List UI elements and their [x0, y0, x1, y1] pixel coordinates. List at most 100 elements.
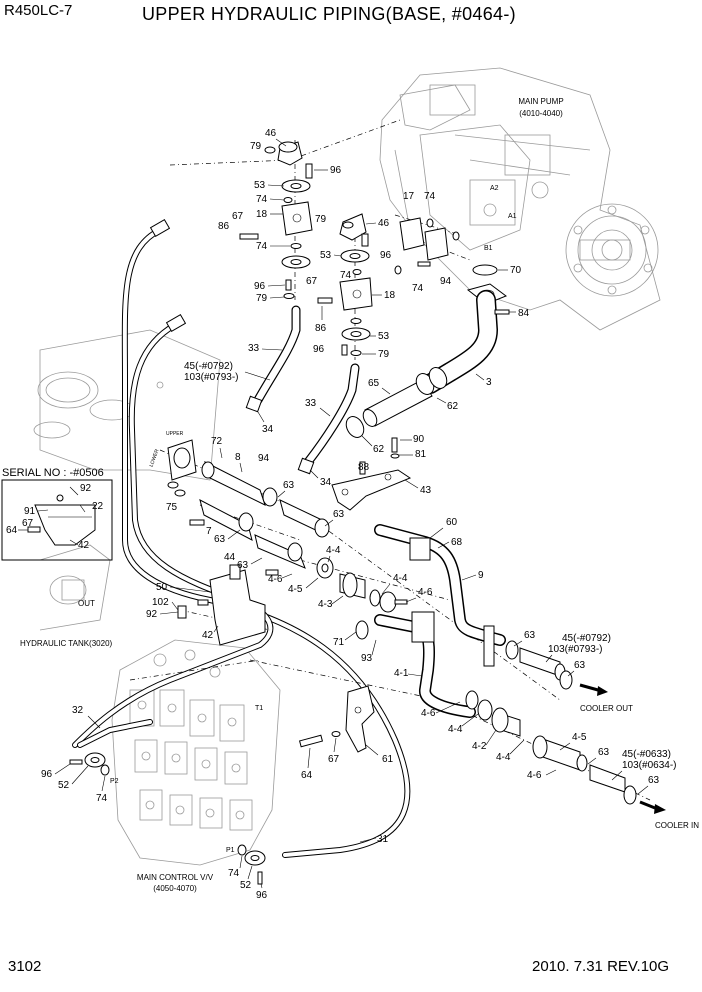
callout-label: 62: [373, 444, 385, 455]
callout-label: 74: [424, 191, 436, 202]
callout-label: 103(#0793-): [548, 644, 602, 655]
callout-label: 65: [368, 378, 380, 389]
callout-label: 33: [248, 343, 260, 354]
suction-hose-65: [345, 367, 448, 438]
callout-label: 8: [235, 452, 241, 463]
port-p1-label: P1: [226, 847, 235, 854]
callout-label: 22: [92, 501, 104, 512]
callout-label: 7: [206, 526, 212, 537]
main-pump-label: MAIN PUMP: [518, 97, 563, 106]
pressure-hoses: [72, 218, 411, 858]
cooler-pipe-9: [374, 524, 506, 667]
callout-label: 74: [96, 793, 108, 804]
plate-61: [298, 685, 375, 753]
callout-label: 18: [256, 209, 268, 220]
pump-flanges: [394, 217, 498, 276]
callout-label: 64: [6, 525, 18, 536]
callout-label: 63: [598, 747, 610, 758]
main-control-range-label: (4050-4070): [153, 884, 197, 893]
callout-label: 93: [361, 653, 373, 664]
callout-label: 72: [211, 436, 223, 447]
callout-label: 4-4: [496, 752, 511, 763]
callout-label: 92: [146, 609, 158, 620]
callout-label: 44: [224, 552, 236, 563]
callout-label: 96: [313, 344, 325, 355]
callout-label: 4-4: [326, 545, 341, 556]
serial-no-label: SERIAL NO : -#0506: [2, 467, 104, 479]
callout-label: 34: [320, 477, 332, 488]
port-p2-label: P2: [110, 778, 119, 785]
callout-label: 45(-#0792): [184, 361, 233, 372]
callout-label: 53: [320, 250, 332, 261]
callout-label: 34: [262, 424, 274, 435]
callout-label: 4-5: [288, 584, 303, 595]
callout-label: 74: [340, 270, 352, 281]
hose-33-right: [297, 363, 360, 475]
callout-label: 4-6: [527, 770, 542, 781]
page-number: 3102: [8, 958, 42, 975]
callout-label: 4-6: [418, 587, 433, 598]
center-lines: [129, 119, 651, 801]
page-title: UPPER HYDRAULIC PIPING(BASE, #0464-): [142, 4, 516, 24]
callout-label: 4-3: [318, 599, 333, 610]
hose-33-left: [245, 305, 301, 413]
callout-label: 4-6: [421, 708, 436, 719]
main-control-label: MAIN CONTROL V/V: [137, 873, 214, 882]
callout-label: 60: [446, 517, 458, 528]
fitting-stack-left: [239, 141, 313, 299]
callout-label: 42: [78, 540, 90, 551]
callout-label: 79: [378, 349, 390, 360]
callout-label: 96: [256, 890, 268, 901]
callout-label: 32: [72, 705, 84, 716]
callout-label: 50: [156, 582, 168, 593]
callout-label: 43: [420, 485, 432, 496]
hydraulic-tank-label: HYDRAULIC TANK(3020): [20, 639, 113, 648]
callout-label: 81: [415, 449, 427, 460]
callout-label: 45(-#0792): [562, 633, 611, 644]
callout-label: 18: [384, 290, 396, 301]
callout-label: 86: [315, 323, 327, 334]
callout-label: 52: [58, 780, 70, 791]
callout-label: 96: [380, 250, 392, 261]
serial-inset: SERIAL NO : -#0506: [1, 467, 113, 561]
callout-label: 92: [80, 483, 92, 494]
callout-label: 79: [315, 214, 327, 225]
callout-label: 3: [486, 377, 492, 388]
callout-label: 96: [41, 769, 53, 780]
callout-label: 53: [254, 180, 266, 191]
callout-label: 45(-#0633): [622, 749, 671, 760]
callout-labels: 46 79 96 53 74 18 67 86 79 46 74 17 74 5…: [6, 128, 676, 901]
bracket-44: [177, 564, 266, 646]
callout-label: 74: [256, 194, 268, 205]
callout-label: 74: [256, 241, 268, 252]
bracket-43: [331, 437, 412, 511]
tank-out-label: OUT: [78, 599, 95, 608]
callout-label: 96: [254, 281, 266, 292]
main-control-valve: P2 P1 T1 MAIN CONTROL V/V (4050-4070): [110, 639, 281, 893]
callout-label: 4-4: [448, 724, 463, 735]
callout-label: 68: [451, 537, 463, 548]
callout-label: 63: [524, 630, 536, 641]
valve-flanges: [69, 719, 266, 885]
callout-label: 63: [648, 775, 660, 786]
callout-label: 67: [22, 518, 34, 529]
suction-pipe: [420, 283, 510, 394]
callout-label: 67: [328, 754, 340, 765]
cooler-pipe-4-1: [374, 611, 476, 718]
cooler-out-label: COOLER OUT: [580, 704, 633, 713]
callout-label: 52: [240, 880, 252, 891]
callout-label: 9: [478, 570, 484, 581]
callout-label: 70: [510, 265, 522, 276]
revision-date: 2010. 7.31 REV.10G: [532, 958, 670, 975]
callout-label: 17: [403, 191, 415, 202]
callout-label: 74: [412, 283, 424, 294]
cooler-in-chain: COOLER IN: [465, 690, 699, 830]
callout-label: 4-1: [394, 668, 409, 679]
callout-label: 46: [265, 128, 277, 139]
cooler-in-label: COOLER IN: [655, 821, 699, 830]
fitting-chain-upper: [316, 557, 408, 640]
callout-label: 62: [447, 401, 459, 412]
callout-label: 96: [330, 165, 342, 176]
